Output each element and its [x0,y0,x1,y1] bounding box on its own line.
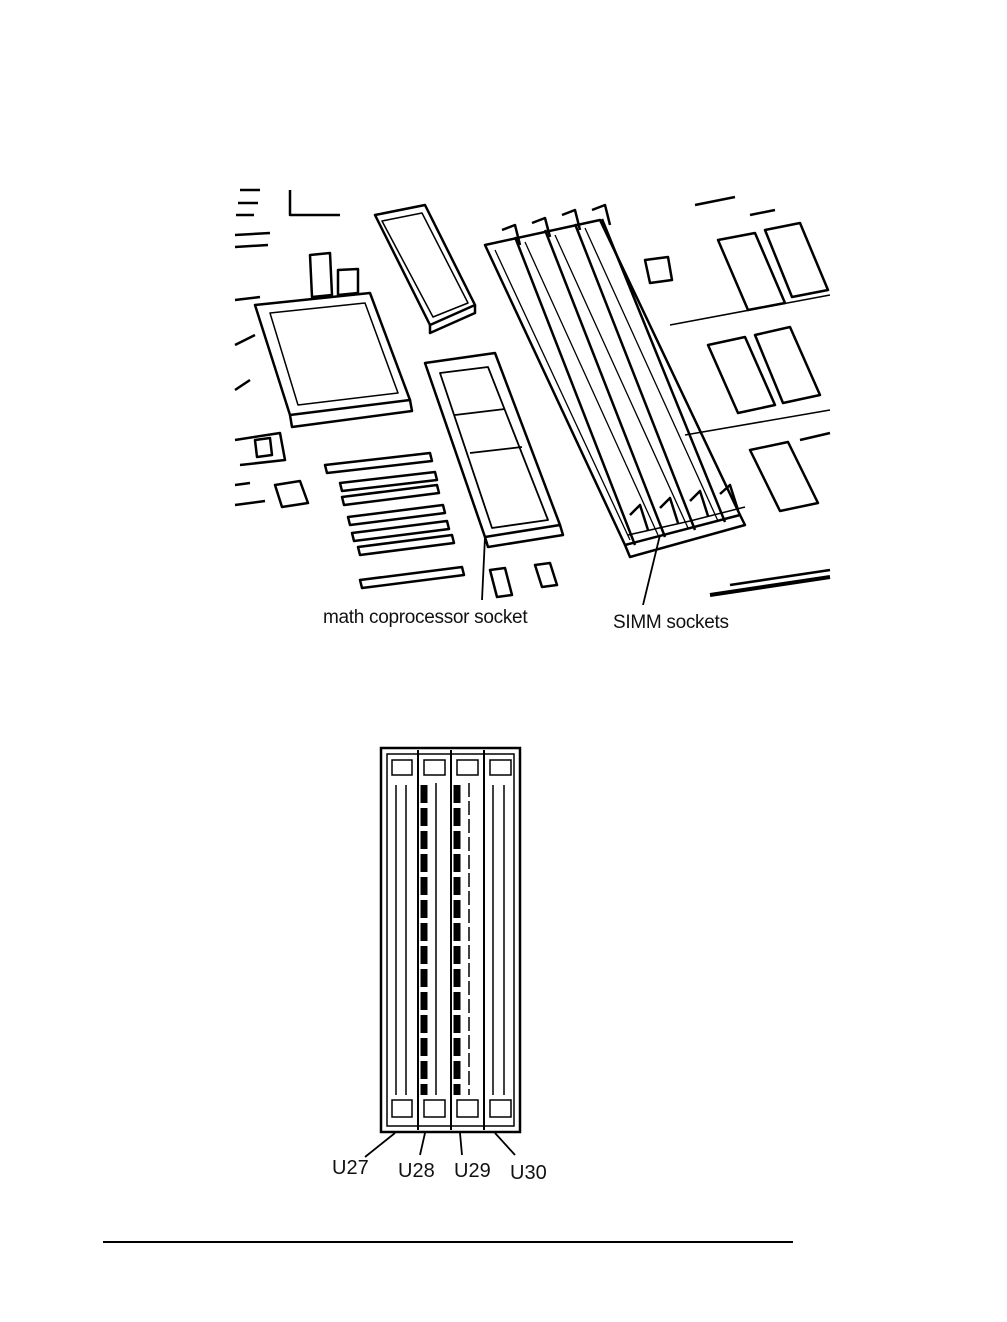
socket-label-u28: U28 [398,1160,435,1183]
math-coprocessor-socket [425,353,563,547]
simm-slot-u30 [490,760,511,1117]
simm-slot-u29 [457,760,478,1117]
simm-slot-u27 [392,760,412,1117]
socket-label-u29: U29 [454,1160,491,1183]
page-footer-rule [103,1241,793,1243]
cpu-chip [255,293,412,427]
simm-socket-block [485,205,745,557]
resistor-packs [325,453,464,588]
socket-label-u27: U27 [332,1157,369,1180]
socket-label-u30: U30 [510,1162,547,1185]
eprom-chip [375,205,475,333]
simm-sockets-label: SIMM sockets [613,612,729,634]
simm-leader-line [643,535,660,605]
simm-socket-bank-illustration [378,745,523,1135]
math-coprocessor-socket-label: math coprocessor socket [323,607,527,629]
simm-slot-u28 [424,760,445,1117]
motherboard-illustration [230,185,835,605]
coprocessor-leader-line [482,537,485,600]
